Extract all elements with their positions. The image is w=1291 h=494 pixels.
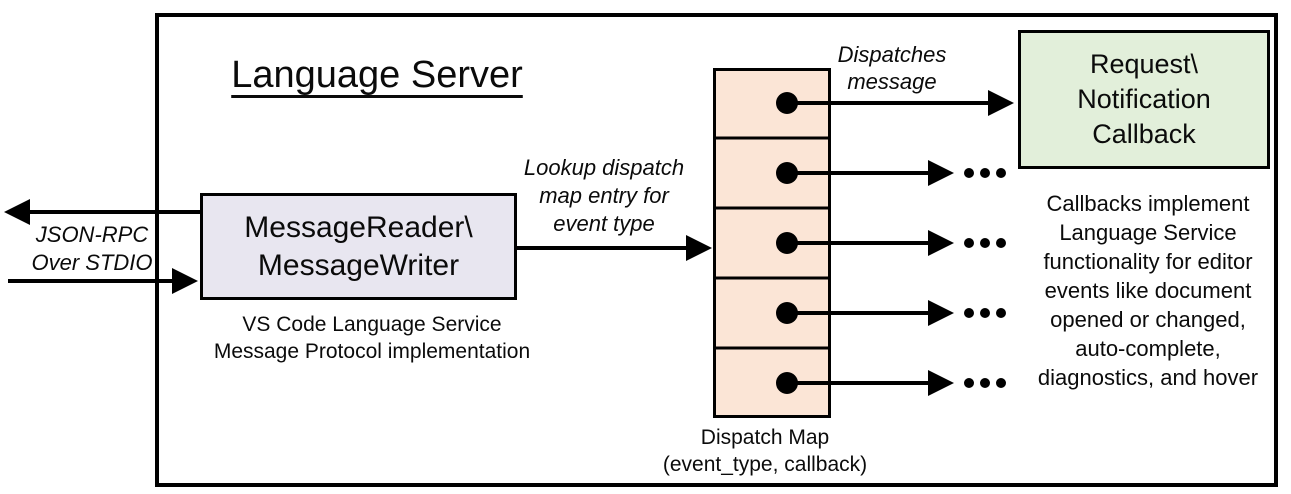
dispatches-annotation: Dispatches message: [837, 42, 947, 94]
request-notification-callback-box: Request\ Notification Callback: [1018, 30, 1270, 169]
message-reader-writer-label: MessageReader\ MessageWriter: [244, 210, 473, 282]
dispatch-map-caption: Dispatch Map (event_type, callback): [662, 426, 868, 476]
request-notification-callback-label: Request\ Notification Callback: [1077, 49, 1211, 149]
diagram-title: Language Server: [231, 54, 523, 96]
callbacks-note: Callbacks implement Language Service fun…: [1037, 191, 1259, 390]
io-protocol-label: JSON-RPC Over STDIO: [31, 222, 153, 275]
message-reader-writer-box: MessageReader\ MessageWriter: [200, 193, 517, 300]
language-server-boundary-box: [155, 13, 1278, 487]
reader-caption: VS Code Language Service Message Protoco…: [213, 313, 531, 363]
dispatch-map-box: [713, 68, 831, 418]
lookup-annotation: Lookup dispatch map entry for event type: [523, 155, 685, 236]
